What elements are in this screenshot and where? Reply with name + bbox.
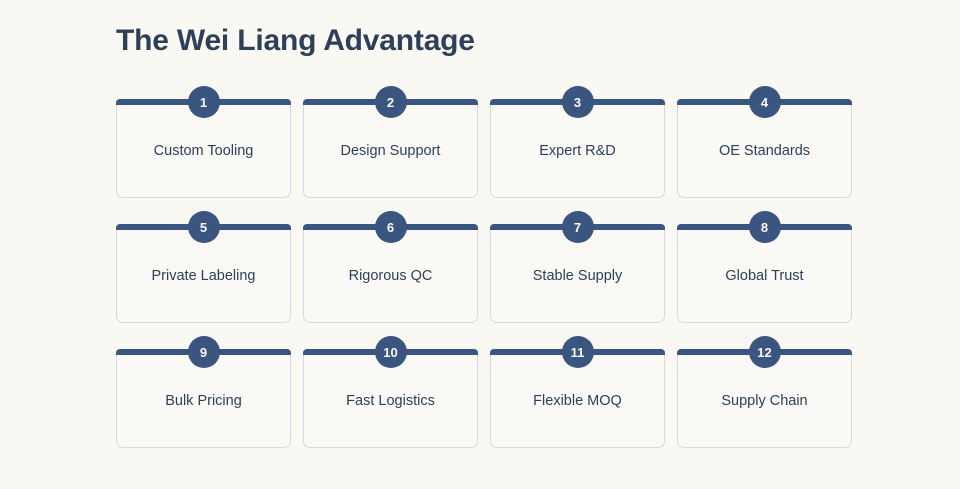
card-number-badge: 9 [187,336,220,368]
card-number-badge: 12 [748,336,781,368]
card-label: OE Standards [718,143,811,159]
advantage-card[interactable]: 4 OE Standards [677,86,852,198]
page-title: The Wei Liang Advantage [116,24,475,57]
card-number-badge: 3 [561,86,594,118]
card-label: Expert R&D [539,143,616,159]
card-label: Design Support [340,143,441,159]
card-number-badge: 10 [374,336,407,368]
card-number-badge: 5 [187,211,220,243]
card-label: Stable Supply [532,268,623,284]
card-number-badge: 4 [748,86,781,118]
card-label: Fast Logistics [346,393,435,409]
card-number-badge: 8 [748,211,781,243]
card-label: Rigorous QC [348,268,433,284]
card-number-badge: 7 [561,211,594,243]
card-label: Private Labeling [151,268,256,284]
card-number-badge: 11 [561,336,594,368]
card-number-badge: 6 [374,211,407,243]
card-number-badge: 1 [187,86,220,118]
card-label: Global Trust [725,268,804,284]
card-label: Custom Tooling [153,143,254,159]
card-label: Bulk Pricing [165,393,242,409]
card-number-badge: 2 [374,86,407,118]
card-label: Flexible MOQ [533,393,622,409]
card-label: Supply Chain [721,393,808,409]
